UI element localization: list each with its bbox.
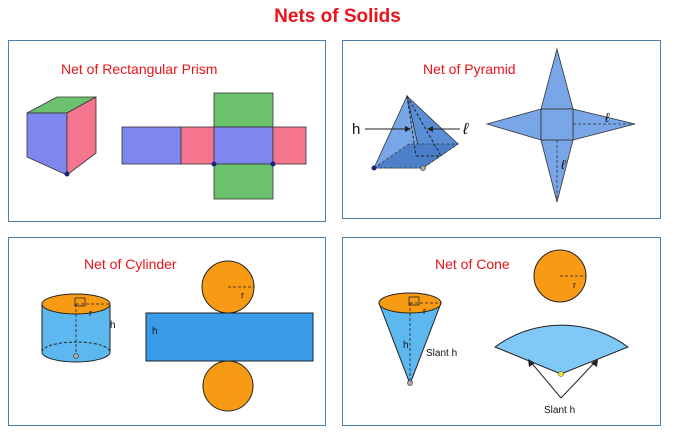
prism-side-face xyxy=(66,96,97,176)
prism-panel-title: Net of Rectangular Prism xyxy=(61,61,218,77)
cylinder-net-radius-label: r xyxy=(241,290,244,300)
cylinder-net-bottom-circle xyxy=(202,360,254,412)
cone-net-slant-label: Slant h xyxy=(544,405,575,416)
pyramid-panel-title: Net of Pyramid xyxy=(423,61,516,77)
net-face-center xyxy=(213,126,274,165)
page-title: Nets of Solids xyxy=(274,6,401,27)
cylinder-panel: Net of Cylinder r h r h xyxy=(8,237,326,426)
cone-height-label: h xyxy=(403,340,409,351)
pyramid-slant-line xyxy=(406,95,442,157)
cone-net-arrowhead-left xyxy=(528,359,535,367)
pyramid-net-slant-label-right: ℓ xyxy=(605,110,610,125)
cone-panel-title: Net of Cone xyxy=(435,256,510,272)
net-face-bottom xyxy=(213,163,274,200)
cone-net-radius-label: r xyxy=(573,280,576,290)
pyramid-net-top xyxy=(540,47,574,110)
net-vertex-dot-left xyxy=(211,161,217,167)
cylinder-diagram: r h r h xyxy=(41,260,314,412)
cylinder-net-rectangle xyxy=(145,312,314,362)
cylinder-radius-label: r xyxy=(89,308,92,318)
net-face-mid-left xyxy=(180,126,215,165)
prism-diagram xyxy=(26,92,307,200)
cone-top-marker xyxy=(408,296,420,306)
cone-diagram: r h Slant h r Slant h xyxy=(378,249,630,416)
pyramid-height-arrowhead xyxy=(405,126,411,132)
net-vertex-dot-right xyxy=(270,161,276,167)
pyramid-height-label: h xyxy=(352,121,360,138)
cylinder-panel-title: Net of Cylinder xyxy=(84,256,177,272)
cone-radius-label: r xyxy=(423,306,426,316)
pyramid-net-slant-label-bottom: ℓ xyxy=(561,157,566,172)
prism-vertex-dot xyxy=(64,171,70,177)
cone-slant-label: Slant h xyxy=(426,348,457,359)
cylinder-top-marker xyxy=(74,297,86,307)
pyramid-diagram: h ℓ ℓ ℓ xyxy=(352,47,636,203)
pyramid-vertex-dot-right xyxy=(420,165,426,171)
cone-panel: Net of Cone r h Slant h r Slant h xyxy=(342,237,661,426)
pyramid-slant-label: ℓ xyxy=(462,121,469,138)
prism-panel: Net of Rectangular Prism xyxy=(8,40,326,222)
cylinder-net-height-label: h xyxy=(152,326,158,337)
net-face-left xyxy=(121,126,182,165)
pyramid-panel: Net of Pyramid h ℓ ℓ ℓ xyxy=(342,40,661,219)
prism-front-face xyxy=(26,112,68,176)
net-face-top xyxy=(213,92,274,128)
pyramid-height-line xyxy=(406,95,417,157)
pyramid-net-right xyxy=(572,108,636,141)
cone-apex-dot xyxy=(407,380,413,386)
cone-net-sector xyxy=(493,324,630,375)
net-face-right xyxy=(272,126,307,165)
pyramid-net-left xyxy=(485,108,542,141)
pyramid-slant-arrowhead xyxy=(427,126,433,132)
cone-net-arrow-left xyxy=(529,360,562,399)
cone-net-arrowhead-right xyxy=(591,359,598,367)
pyramid-net-base xyxy=(540,108,574,141)
cylinder-height-label: h xyxy=(110,320,116,331)
pyramid-vertex-dot-left xyxy=(371,165,377,171)
cone-net-apex-dot xyxy=(558,371,564,377)
cone-net-arrow-right xyxy=(560,360,597,399)
cylinder-center-dot xyxy=(73,353,79,359)
